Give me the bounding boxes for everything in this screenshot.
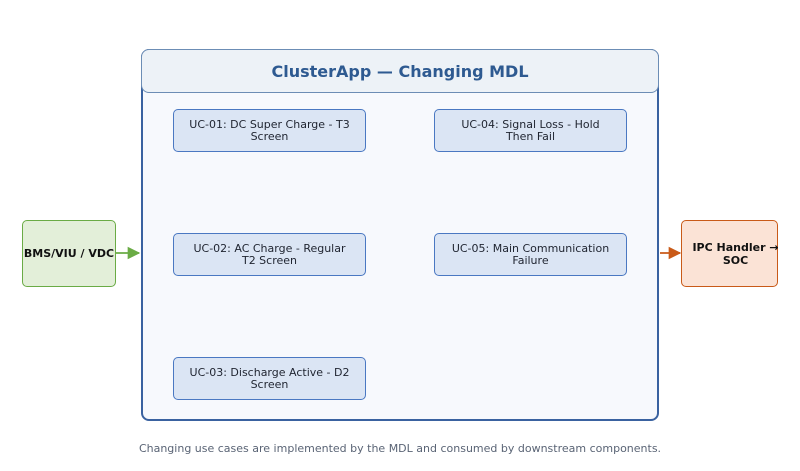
- input-source-box: BMS/VIU / VDC: [22, 220, 116, 287]
- use-case-box-uc04: UC-04: Signal Loss - Hold Then Fail: [434, 109, 627, 152]
- use-case-box-uc01: UC-01: DC Super Charge - T3 Screen: [173, 109, 366, 152]
- use-case-label: UC-04: Signal Loss - Hold Then Fail: [461, 117, 600, 143]
- use-case-label: UC-05: Main Communication Failure: [451, 241, 610, 267]
- use-case-box-uc03: UC-03: Discharge Active - D2 Screen: [173, 357, 366, 400]
- output-target-box: IPC Handler → SOC: [681, 220, 779, 287]
- use-case-box-uc02: UC-02: AC Charge - Regular T2 Screen: [173, 233, 366, 276]
- use-case-label: UC-02: AC Charge - Regular T2 Screen: [193, 241, 346, 267]
- output-target-label: IPC Handler → SOC: [692, 240, 779, 267]
- mdl-header: ClusterApp — Changing MDL: [141, 49, 659, 93]
- mdl-title: ClusterApp — Changing MDL: [271, 61, 529, 81]
- use-case-box-uc05: UC-05: Main Communication Failure: [434, 233, 627, 276]
- caption: Changing use cases are implemented by th…: [138, 442, 662, 455]
- use-case-label: UC-01: DC Super Charge - T3 Screen: [189, 117, 350, 143]
- input-source-label: BMS/VIU / VDC: [23, 247, 115, 260]
- use-case-label: UC-03: Discharge Active - D2 Screen: [189, 365, 350, 391]
